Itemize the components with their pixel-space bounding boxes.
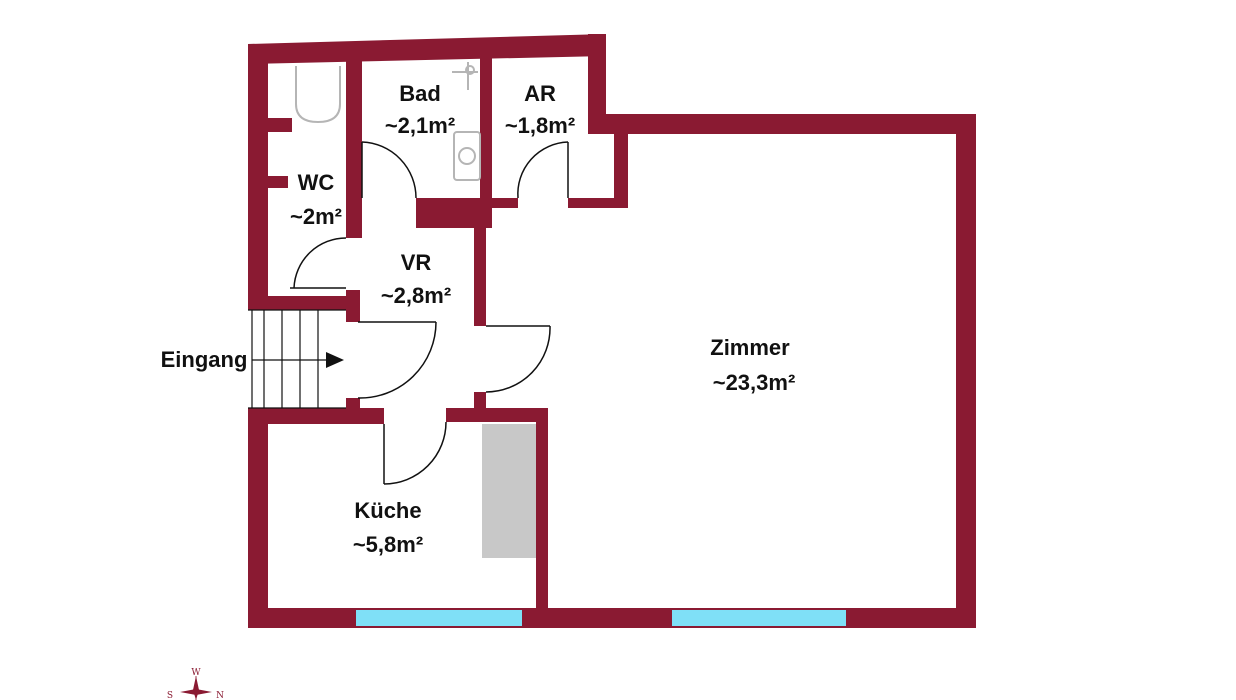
shower-icon: [452, 62, 478, 90]
room-zimmer-area: ~23,3m²: [713, 370, 796, 395]
room-ar-name: AR: [524, 81, 556, 106]
wall-kueche-zimmer: [536, 408, 548, 628]
room-wc-area: ~2m²: [290, 204, 342, 229]
bathtub-icon: [295, 66, 341, 124]
wall-zimmer-top: [588, 114, 976, 134]
wall-ar-return: [614, 114, 628, 208]
wall-wc-notch: [248, 118, 292, 132]
room-vr-area: ~2,8m²: [381, 283, 451, 308]
room-kueche-area: ~5,8m²: [353, 532, 423, 557]
compass-n: N: [216, 691, 224, 700]
wall-top: [248, 34, 606, 64]
window-zimmer: [672, 610, 846, 626]
room-bad-area: ~2,1m²: [385, 113, 455, 138]
entrance-arrow-icon: [326, 352, 344, 368]
wall-vr-left: [346, 290, 360, 322]
doors: [290, 141, 569, 485]
entrance-stairs: [248, 309, 346, 409]
wall-ar-bottom: [568, 198, 628, 208]
room-wc-name: WC: [298, 170, 335, 195]
room-ar-area: ~1,8m²: [505, 113, 575, 138]
room-bad-name: Bad: [399, 81, 441, 106]
room-vr-name: VR: [401, 250, 432, 275]
wall-wc-bad: [346, 56, 362, 238]
wall-kueche-top: [248, 408, 384, 424]
compass-s: S: [167, 691, 173, 700]
wall-wc-notch-b: [248, 176, 288, 188]
compass-icon: W S N: [167, 668, 224, 700]
kitchen-counter: [482, 424, 536, 558]
wall-left-lower: [248, 408, 268, 628]
wall-bad-ar: [480, 56, 492, 208]
wall-wc-bottom: [248, 296, 358, 310]
wall-ar-right: [588, 34, 606, 134]
room-kueche-name: Küche: [354, 498, 421, 523]
wall-kueche-top-right: [446, 408, 546, 422]
room-zimmer-name: Zimmer: [710, 335, 790, 360]
wall-vr-zimmer: [474, 208, 486, 326]
compass-w: W: [191, 668, 201, 678]
entrance-label: Eingang: [161, 347, 248, 372]
wall-ar-bottom-left: [480, 198, 518, 208]
window-kueche: [356, 610, 522, 626]
wall-zimmer-right: [956, 114, 976, 628]
sink-icon: [453, 131, 481, 181]
